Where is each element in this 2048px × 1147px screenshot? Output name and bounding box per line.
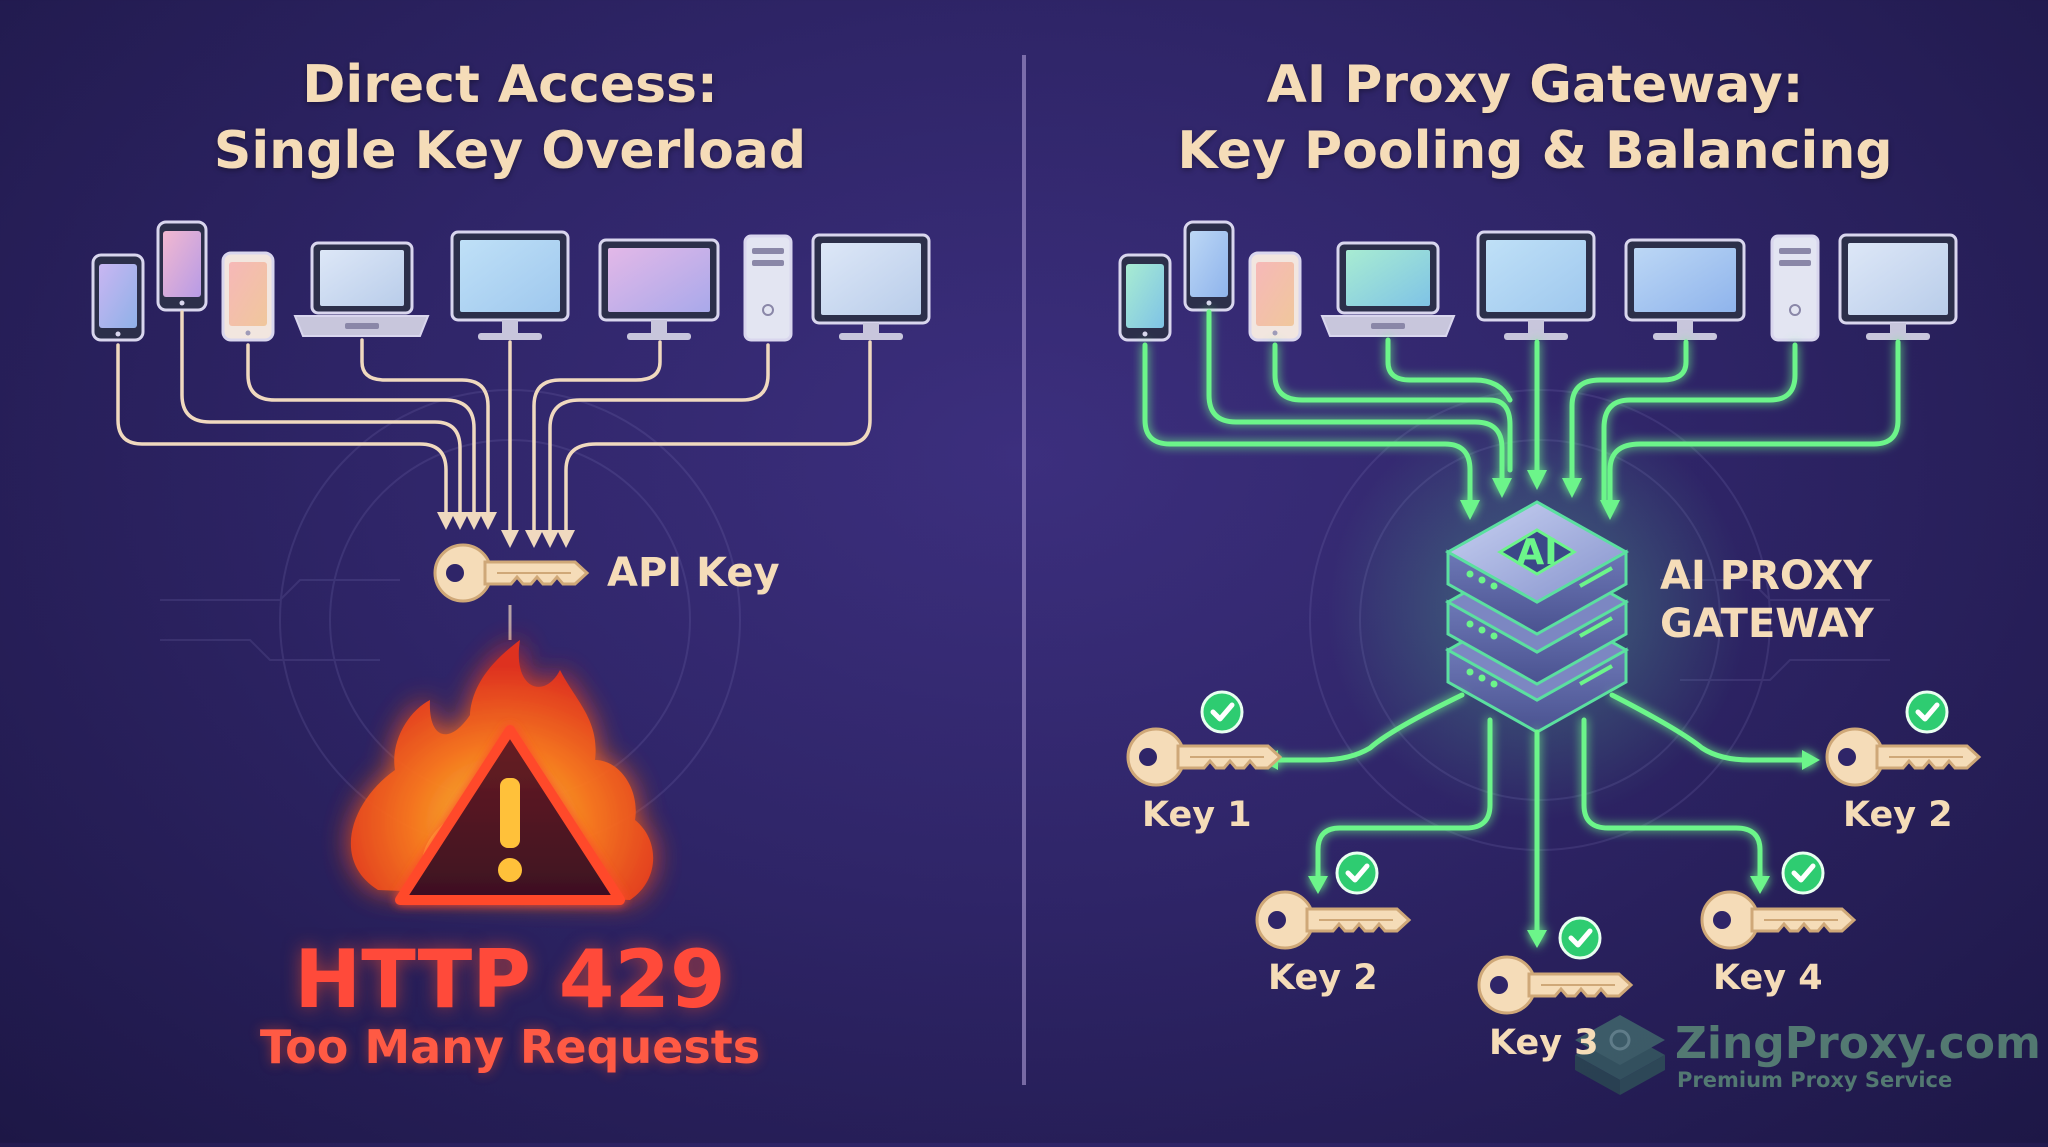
right-title-line2: Key Pooling & Balancing bbox=[1177, 121, 1893, 181]
http-error-code: HTTP 429 bbox=[294, 933, 726, 1026]
device-phone-icon bbox=[221, 251, 275, 342]
key-2-right-check-icon bbox=[1907, 692, 1947, 732]
key-1-label: Key 1 bbox=[1142, 795, 1252, 835]
right-panel-title: AI Proxy Gateway: Key Pooling & Balancin… bbox=[1135, 52, 1935, 184]
key-2-left-icon bbox=[1255, 890, 1411, 950]
device-tower-icon bbox=[1770, 234, 1820, 342]
device-monitor-icon bbox=[450, 230, 570, 340]
device-phone-icon bbox=[156, 220, 208, 312]
device-monitor-icon bbox=[1476, 230, 1596, 340]
gateway-label-line2: GATEWAY bbox=[1660, 601, 1874, 647]
ai-gateway-server-icon bbox=[1444, 500, 1630, 734]
api-key-label: API Key bbox=[607, 550, 780, 596]
gateway-label-line1: AI PROXY bbox=[1660, 553, 1873, 599]
device-monitor-icon bbox=[811, 233, 931, 340]
device-phone-icon bbox=[1118, 253, 1172, 342]
key-3-label: Key 3 bbox=[1489, 1023, 1599, 1063]
device-monitor-icon bbox=[1838, 233, 1958, 340]
right-title-line1: AI Proxy Gateway: bbox=[1266, 55, 1804, 115]
watermark-tagline: Premium Proxy Service bbox=[1677, 1068, 1953, 1092]
left-title-line1: Direct Access: bbox=[302, 55, 718, 115]
device-monitor-icon bbox=[1624, 238, 1746, 340]
left-title-line2: Single Key Overload bbox=[213, 121, 807, 181]
key-2-right-label: Key 2 bbox=[1843, 795, 1953, 835]
device-laptop-icon bbox=[1320, 241, 1456, 337]
device-phone-icon bbox=[1248, 251, 1302, 342]
incoming-connection-lines bbox=[1142, 309, 1901, 503]
incoming-arrowheads bbox=[1460, 470, 1620, 520]
key-4-icon bbox=[1700, 890, 1856, 950]
device-monitor-icon bbox=[598, 238, 720, 340]
zingproxy-logo-icon bbox=[1575, 1015, 1665, 1095]
left-panel-title: Direct Access: Single Key Overload bbox=[110, 52, 910, 184]
key-3-icon bbox=[1477, 955, 1633, 1015]
key-2-right-icon bbox=[1825, 727, 1981, 787]
gateway-label: AI PROXY GATEWAY bbox=[1660, 552, 1874, 648]
left-arrowheads bbox=[437, 512, 575, 548]
http-error-message: Too Many Requests bbox=[259, 1020, 761, 1074]
api-key-icon bbox=[433, 543, 589, 603]
key-3-check-icon bbox=[1560, 918, 1600, 958]
key-4-check-icon bbox=[1783, 853, 1823, 893]
key-4-label: Key 4 bbox=[1713, 958, 1823, 998]
left-connection-lines bbox=[116, 310, 872, 540]
device-laptop-icon bbox=[293, 241, 430, 337]
device-phone-icon bbox=[1183, 220, 1235, 312]
outgoing-connection-lines bbox=[1267, 692, 1813, 938]
fire-warning-icon bbox=[350, 640, 654, 905]
key-1-icon bbox=[1126, 727, 1282, 787]
watermark-brand-name: ZingProxy.com bbox=[1675, 1018, 2041, 1069]
device-phone-icon bbox=[91, 253, 145, 342]
key-1-check-icon bbox=[1202, 692, 1242, 732]
key-2-left-check-icon bbox=[1337, 853, 1377, 893]
gateway-ai-badge: AI bbox=[1516, 532, 1557, 573]
key-2-left-label: Key 2 bbox=[1268, 958, 1378, 998]
device-tower-icon bbox=[743, 234, 793, 342]
